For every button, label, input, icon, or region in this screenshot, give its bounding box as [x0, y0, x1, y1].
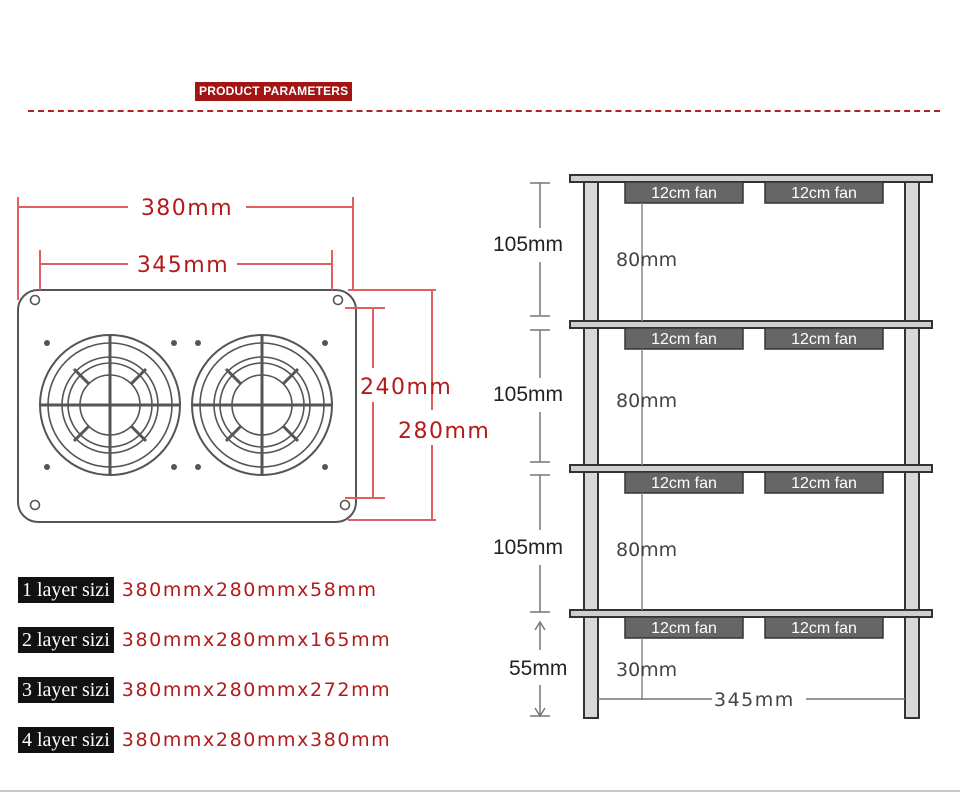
size-label: 1 layer sizi	[18, 577, 114, 603]
fan-label: 12cm fan	[791, 620, 857, 637]
inner-clearance-3: 80mm	[616, 539, 677, 561]
inner-clearance-1: 80mm	[616, 249, 677, 271]
size-row-1: 1 layer sizi 380mmx280mmx58mm	[18, 576, 378, 604]
header-divider	[28, 110, 940, 112]
shelf-width-dim: 345mm	[714, 689, 795, 711]
outer-width-dim: 380mm	[141, 196, 233, 221]
size-label: 2 layer sizi	[18, 627, 114, 653]
mount-hole	[332, 294, 344, 306]
hole-spacing-dim: 345mm	[137, 253, 229, 278]
fan-grill-left	[38, 333, 182, 477]
size-label: 3 layer sizi	[18, 677, 114, 703]
fan-label: 12cm fan	[651, 620, 717, 637]
layer-spacing-3: 105mm	[493, 536, 563, 559]
layer-spacing-4: 55mm	[509, 657, 567, 680]
layer-spacing-1: 105mm	[493, 233, 563, 256]
fan-label: 12cm fan	[791, 185, 857, 202]
inner-clearance-4: 30mm	[616, 659, 677, 681]
inner-clearance-2: 80mm	[616, 390, 677, 412]
fan-plate	[17, 289, 357, 523]
fan-grill-right	[190, 333, 334, 477]
size-value: 380mmx280mmx272mm	[121, 679, 392, 701]
size-value: 380mmx280mmx165mm	[121, 629, 392, 651]
bottom-divider	[0, 790, 960, 792]
size-label: 4 layer sizi	[18, 727, 114, 753]
fan-label: 12cm fan	[651, 475, 717, 492]
outer-height-dim: 280mm	[398, 419, 490, 444]
size-value: 380mmx280mmx380mm	[121, 729, 392, 751]
product-parameters-title: PRODUCT PARAMETERS	[195, 82, 353, 101]
mount-hole	[29, 499, 41, 511]
mount-hole	[339, 499, 351, 511]
fan-label: 12cm fan	[791, 475, 857, 492]
size-row-2: 2 layer sizi 380mmx280mmx165mm	[18, 626, 391, 654]
size-row-4: 4 layer sizi 380mmx280mmx380mm	[18, 726, 391, 754]
layer-spacing-2: 105mm	[493, 383, 563, 406]
size-value: 380mmx280mmx58mm	[121, 579, 378, 601]
fan-label: 12cm fan	[651, 185, 717, 202]
shelf-side-view	[530, 174, 933, 719]
fan-label: 12cm fan	[651, 331, 717, 348]
fan-label: 12cm fan	[791, 331, 857, 348]
size-row-3: 3 layer sizi 380mmx280mmx272mm	[18, 676, 391, 704]
hole-height-dim: 240mm	[360, 375, 452, 400]
mount-hole	[29, 294, 41, 306]
